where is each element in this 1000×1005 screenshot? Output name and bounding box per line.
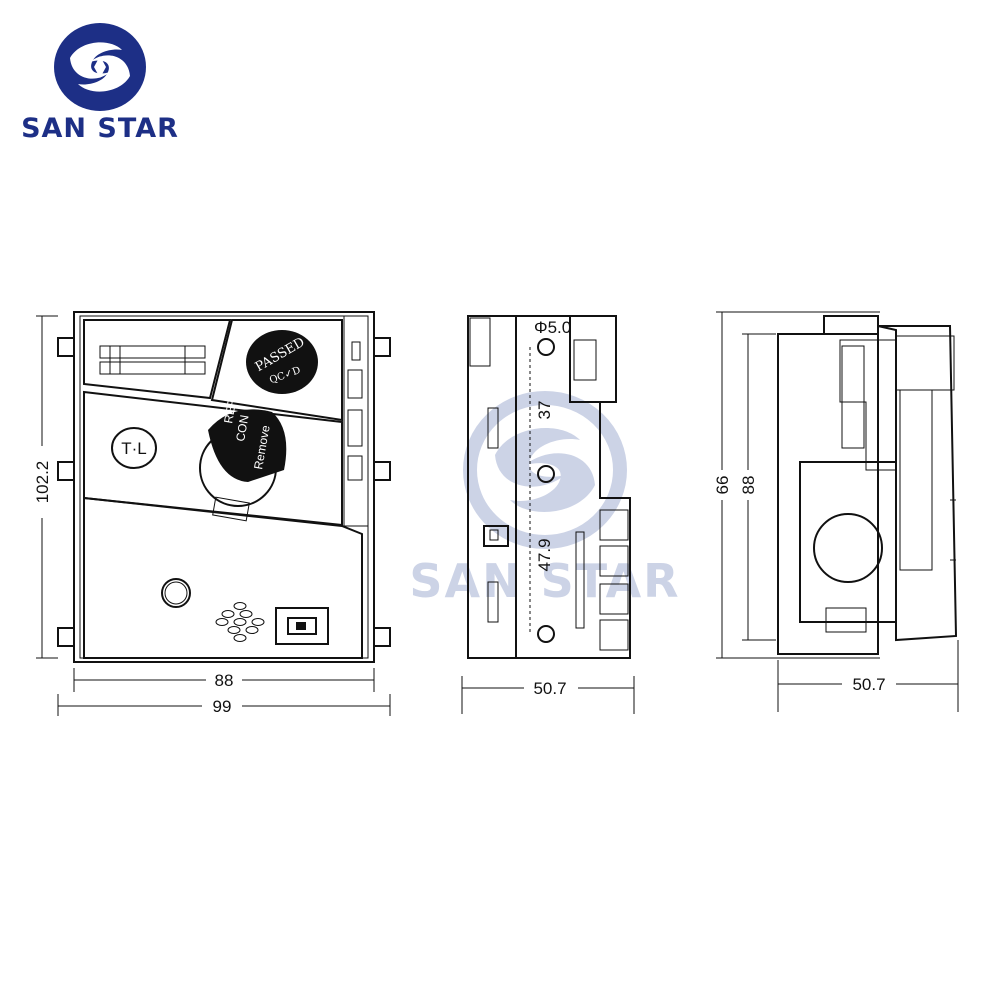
pin-right-top xyxy=(373,337,391,357)
logo-star-icon xyxy=(94,56,106,78)
side-hole-bottom xyxy=(537,625,555,643)
side-view: Φ5.0 37 47.9 50.7 xyxy=(461,315,635,714)
right-main-body xyxy=(877,325,958,642)
right-back-plate xyxy=(777,333,879,655)
tl-label: T·L xyxy=(121,439,147,458)
dim-side-depth: 50.7 xyxy=(533,679,566,698)
passed-badge xyxy=(246,330,318,394)
side-main-body xyxy=(515,315,631,659)
tl-label-circle xyxy=(111,427,157,469)
dim-side-upper: 37 xyxy=(535,401,554,420)
dim-front-height: 102.2 xyxy=(33,461,52,504)
pin-left-top xyxy=(57,337,75,357)
right-coin-path xyxy=(813,513,883,583)
middle-panel xyxy=(83,390,343,527)
dim-front-inner-width: 88 xyxy=(215,671,234,690)
coin-slot xyxy=(99,345,206,359)
dim-right-inner-height: 88 xyxy=(739,476,758,495)
speaker-grille-icon xyxy=(215,602,265,642)
dim-front-outer-width: 99 xyxy=(213,697,232,716)
bottom-panel xyxy=(83,496,363,659)
dim-hole: Φ5.0 xyxy=(534,318,571,337)
logo-swirl-icon xyxy=(70,42,122,79)
front-view: PASSED QC✓D T·L REPLACE CON Remove xyxy=(30,311,391,716)
pin-left-bottom xyxy=(57,627,75,647)
return-lever xyxy=(208,409,287,482)
pin-right-mid xyxy=(373,461,391,481)
dim-right-outer-height: 66 xyxy=(713,476,732,495)
brand-name: SAN STAR xyxy=(21,113,179,144)
side-connector xyxy=(483,525,509,547)
coin-slot-panel xyxy=(83,319,232,400)
adjust-hole xyxy=(161,578,191,608)
watermark-text: SAN STAR xyxy=(409,554,680,608)
right-view: 66 88 50.7 xyxy=(712,311,959,712)
logo-swirl-icon-2 xyxy=(78,55,130,92)
side-hole-mid xyxy=(537,465,555,483)
pin-right-bottom xyxy=(373,627,391,647)
switch-window xyxy=(275,607,329,645)
pin-left-mid xyxy=(57,461,75,481)
brand-logo: SAN STAR xyxy=(21,23,179,144)
side-hole-top xyxy=(537,338,555,356)
front-frame xyxy=(73,311,375,663)
right-coin-chute xyxy=(799,461,897,623)
dim-right-depth: 50.7 xyxy=(852,675,885,694)
dim-side-lower: 47.9 xyxy=(535,538,554,571)
lever-text-2: CON xyxy=(233,414,251,443)
